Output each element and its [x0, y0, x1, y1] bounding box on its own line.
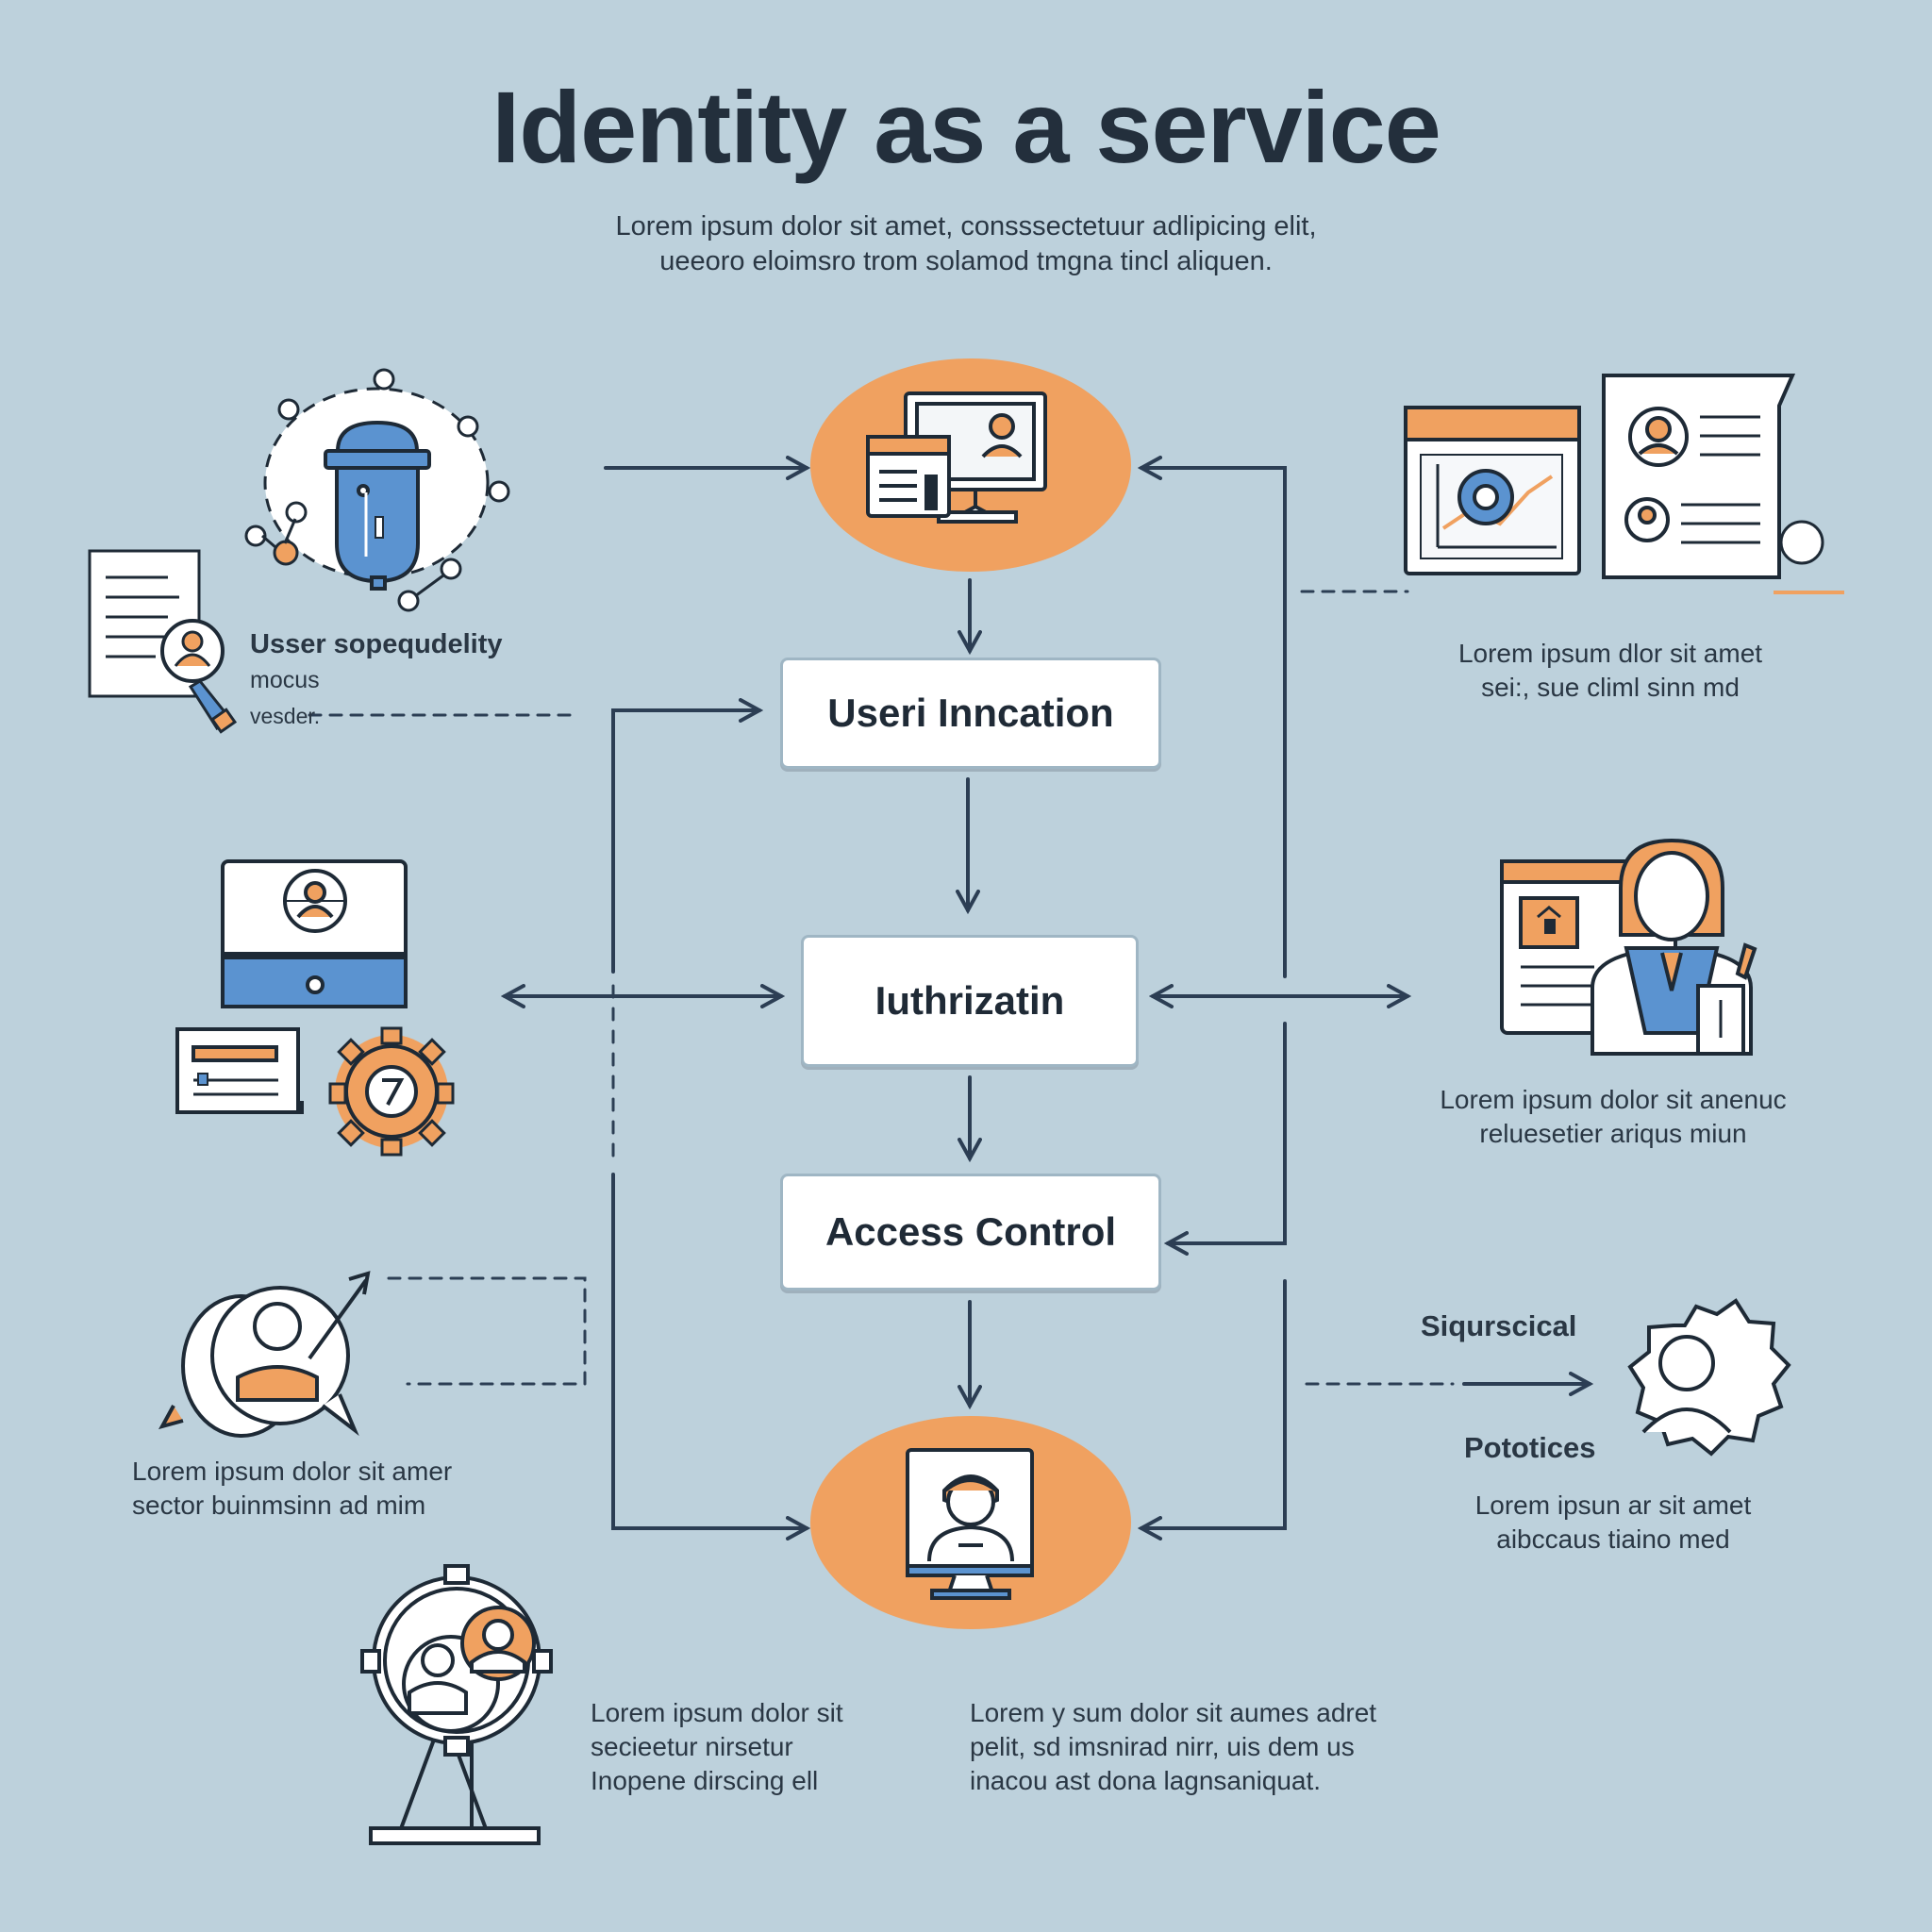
- right-item1-line2: sei:, sue climl sinn md: [1481, 673, 1740, 702]
- arrow-left-loop-to-bottom-oval: [611, 1173, 807, 1528]
- right-item3-line1: Lorem ipsun ar sit amet: [1474, 1491, 1752, 1520]
- left-item1-line2: mocus: [250, 667, 320, 693]
- right-item3-line2: aibccaus tiaino med: [1496, 1524, 1730, 1554]
- arrow-left-loop-to-box1: [611, 710, 759, 974]
- right-item2-text: Lorem ipsum dolor sit anenuc reluesetier…: [1377, 1083, 1849, 1151]
- arrow-right-loop-to-box3: [1168, 1022, 1287, 1243]
- bottom-oval: [810, 1416, 1131, 1629]
- left-item1-text: Usser sopequdelity mocus vesder.: [250, 626, 503, 734]
- bottom-col1-text: Lorem ipsum dolor sit secieetur nirsetur…: [591, 1696, 843, 1798]
- right-item2-line1: Lorem ipsum dolor sit anenuc: [1440, 1085, 1787, 1114]
- monitor-id-card-icon: [866, 391, 1047, 524]
- flow-box-access-control: Access Control: [780, 1174, 1161, 1291]
- bottom-col1-line3: Inopene dirscing ell: [591, 1766, 819, 1795]
- user-gear-icon: [1627, 1298, 1791, 1457]
- right-item3-label-bottom: Pototices: [1464, 1431, 1596, 1464]
- document-search-icon: [88, 549, 238, 734]
- page-subtitle: Lorem ipsum dolor sit amet, consssectetu…: [400, 209, 1532, 279]
- bottom-col2-line3: inacou ast dona lagnsaniquat.: [970, 1766, 1322, 1795]
- dashboard-settings-icon: [1404, 406, 1581, 575]
- left-item3-line2: sector buinmsinn ad mim: [132, 1491, 426, 1520]
- right-item3-text: Lorem ipsun ar sit amet aibccaus tiaino …: [1396, 1489, 1830, 1557]
- page-title: Identity as a service: [491, 70, 1441, 184]
- id-card-icon: [175, 1027, 304, 1114]
- bottom-col1-line1: Lorem ipsum dolor sit: [591, 1698, 843, 1727]
- left-item1-line3: vesder.: [250, 704, 321, 728]
- subtitle-line-1: Lorem ipsum dolor sit amet, consssectetu…: [615, 211, 1317, 242]
- left-item1-line1: Usser sopequdelity: [250, 629, 503, 659]
- right-item1-text: Lorem ipsum dlor sit amet sei:, sue clim…: [1379, 637, 1841, 705]
- arrow-right-loop-to-top-oval: [1141, 468, 1287, 978]
- left-item3-line1: Lorem ipsum dolor sit amer: [132, 1457, 453, 1486]
- computer-user-icon: [906, 1448, 1034, 1600]
- gear-icon: [328, 1026, 455, 1157]
- bottom-col2-line2: pelit, sd imsnirad nirr, uis dem us: [970, 1732, 1355, 1761]
- server-network-icon: [244, 368, 510, 612]
- bottom-col2-text: Lorem y sum dolor sit aumes adret pelit,…: [970, 1696, 1376, 1798]
- right-item2-line2: reluesetier ariqus miun: [1479, 1119, 1747, 1148]
- flow-box-user-identification: Useri Inncation: [780, 658, 1161, 769]
- connectors: [308, 468, 1590, 1528]
- dashed-left-item3: [387, 1276, 587, 1386]
- left-item3-text: Lorem ipsum dolor sit amer sector buinms…: [132, 1455, 452, 1523]
- right-item3-label-top: Siqurscical: [1421, 1309, 1577, 1342]
- laptop-user-icon: [221, 859, 408, 1008]
- user-chat-icon: [158, 1271, 371, 1438]
- subtitle-line-2: ueeoro eloimsro trom solamod tmgna tincl…: [659, 246, 1273, 276]
- arrow-right-loop-to-bottom-oval: [1141, 1279, 1287, 1528]
- right-item1-line1: Lorem ipsum dlor sit amet: [1457, 639, 1763, 668]
- person-document-icon: [1500, 838, 1757, 1056]
- flow-box-authorization: Iuthrizatin: [801, 935, 1139, 1067]
- bottom-col2-line1: Lorem y sum dolor sit aumes adret: [970, 1698, 1377, 1727]
- top-oval: [810, 358, 1131, 572]
- profile-document-icon: [1602, 374, 1844, 594]
- bottom-col1-line2: secieetur nirsetur: [591, 1732, 793, 1761]
- gear-users-stand-icon: [360, 1564, 553, 1845]
